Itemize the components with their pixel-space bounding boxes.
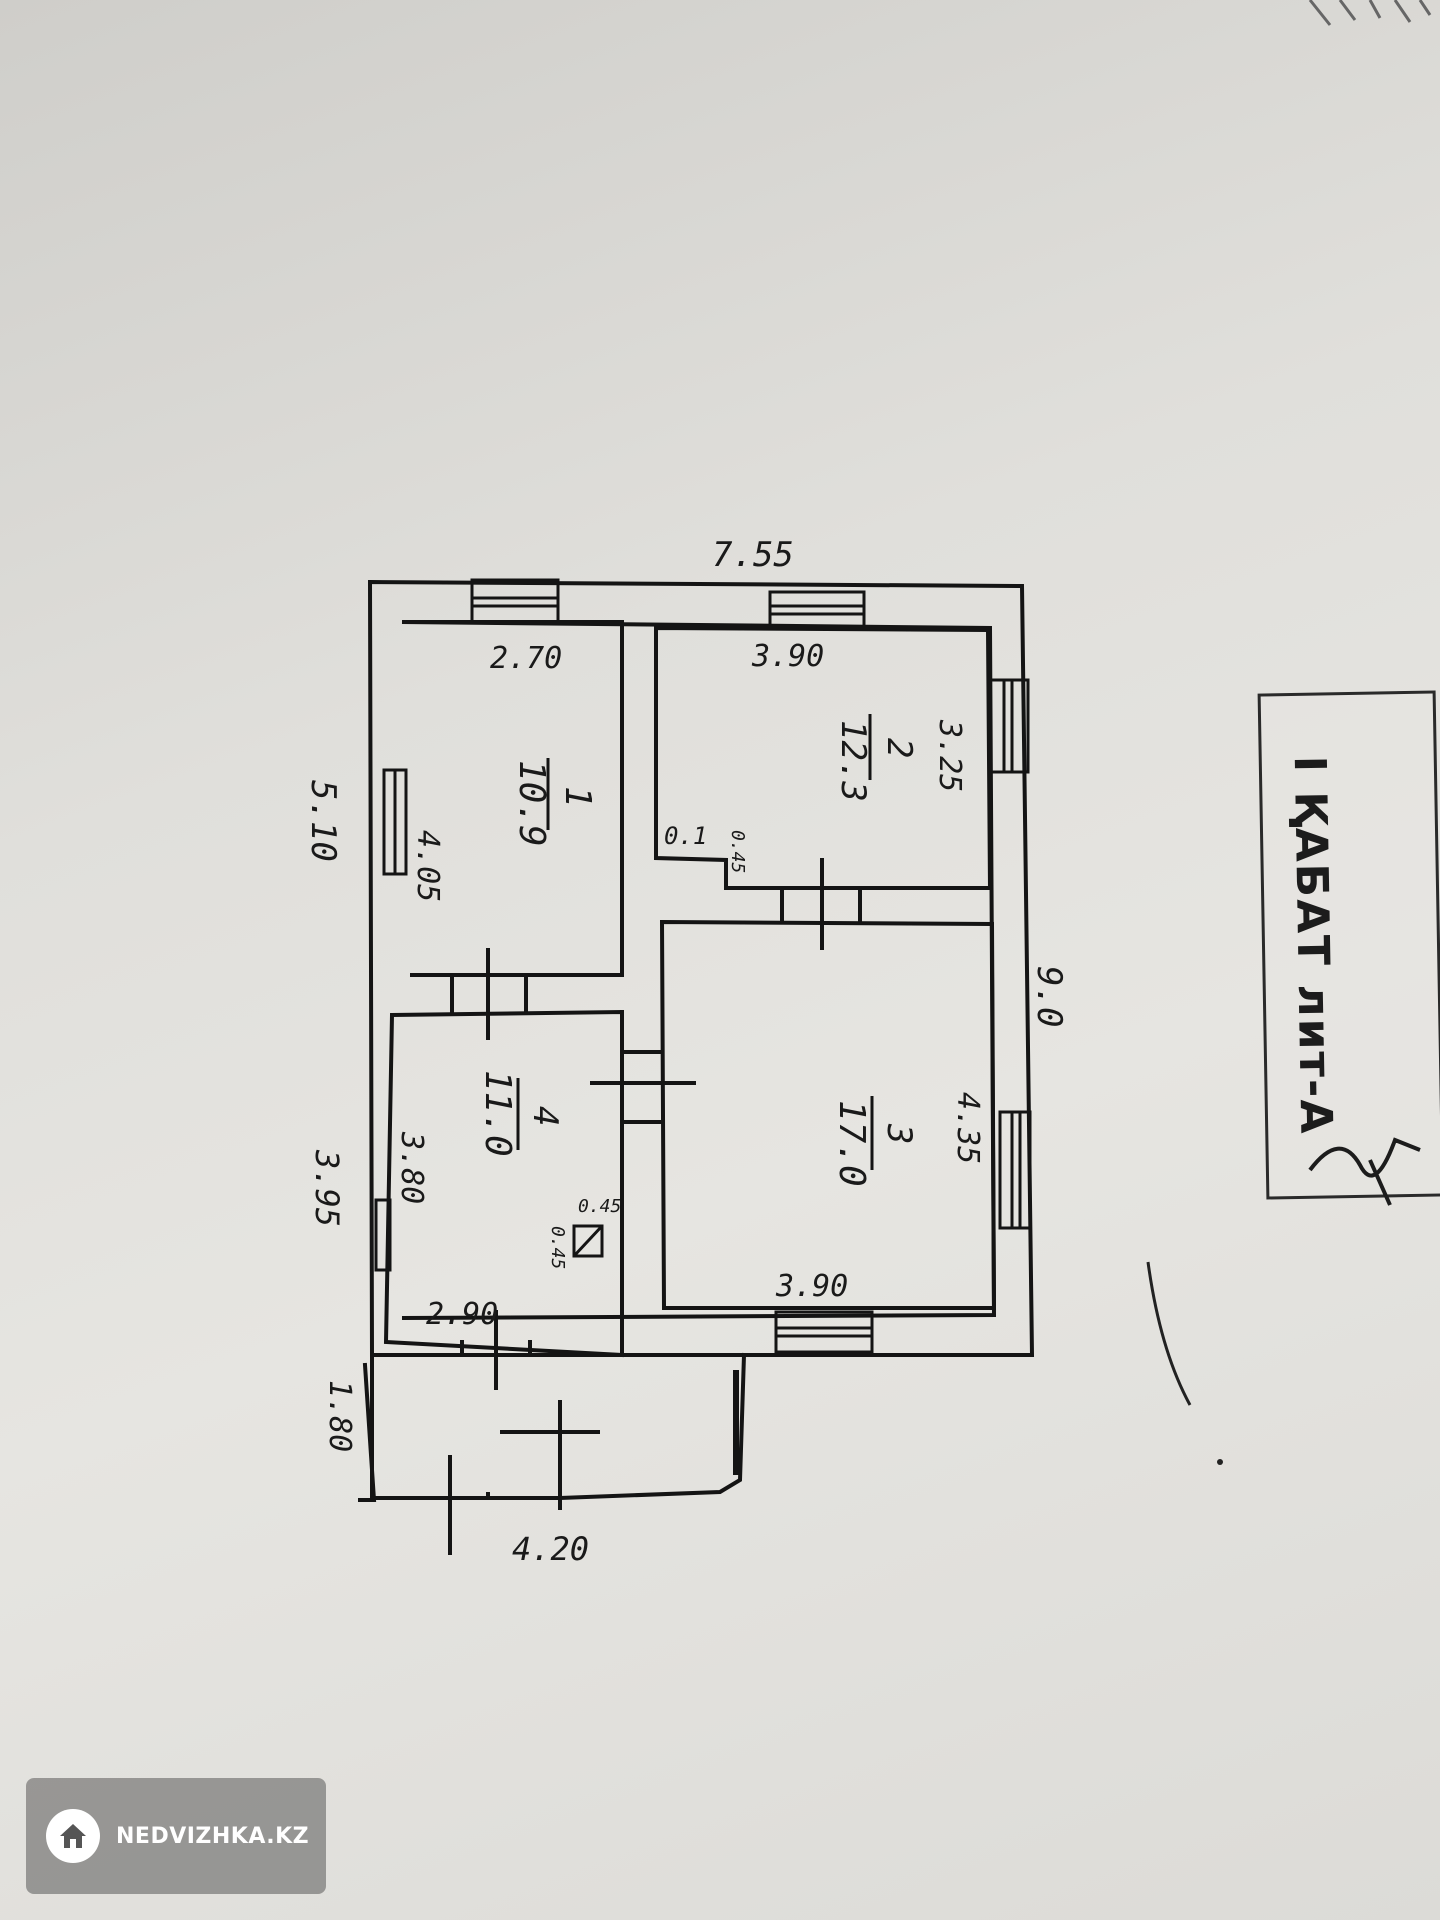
- room-2-area: 12.3: [833, 720, 873, 802]
- room-2-width: 3.90: [751, 639, 824, 674]
- room-1-width: 2.70: [490, 641, 562, 676]
- corner-print-fragment: [1308, 0, 1432, 26]
- dim-left-lower: 3.95: [308, 1149, 346, 1227]
- room-3-length: 4.35: [950, 1092, 985, 1164]
- room-4-width: 2.90: [426, 1297, 498, 1332]
- room-1-length: 4.05: [410, 830, 445, 902]
- stove-dim-a: 0.45: [578, 1196, 621, 1217]
- room-4-area: 11.0: [477, 1070, 518, 1157]
- dim-overall-width: 7.55: [712, 535, 794, 575]
- room-2-length: 3.25: [932, 719, 967, 792]
- room-3-width: 3.90: [775, 1269, 848, 1304]
- room-4-number: 4: [525, 1106, 565, 1126]
- dim-annex-depth: 1.80: [322, 1380, 357, 1452]
- window-room-2: [768, 590, 866, 630]
- dim-overall-depth: 9.0: [1029, 966, 1069, 1027]
- room-2-number: 2: [879, 738, 919, 758]
- room-2-niche-b: 0.45: [727, 830, 748, 873]
- door-room-1: [450, 948, 528, 1040]
- door-annex-west: [448, 1455, 490, 1555]
- door-room-4-annex: [460, 1310, 532, 1390]
- watermark-text: NEDVIZHKA.KZ: [116, 1823, 310, 1849]
- watermark-badge: NEDVIZHKA.KZ: [26, 1778, 326, 1894]
- inner-wall-outline: [401, 619, 997, 1321]
- window-east-upper: [988, 678, 1030, 774]
- room-2-walls: [654, 625, 993, 890]
- stove-dim-b: 0.45: [547, 1226, 568, 1269]
- room-1-area: 10.9: [511, 760, 552, 847]
- window-south: [774, 1310, 874, 1354]
- outer-wall: [367, 579, 1035, 1357]
- room-3-area: 17.0: [831, 1100, 872, 1187]
- dim-annex-width: 4.20: [512, 1530, 589, 1568]
- door-room-2-3: [780, 858, 862, 950]
- signature-mark: [1308, 1137, 1421, 1206]
- room-3-number: 3: [879, 1123, 919, 1144]
- room-1-number: 1: [557, 786, 598, 808]
- window-room-1: [470, 578, 560, 624]
- pen-stroke: [1146, 1261, 1192, 1406]
- stove-icon: [572, 1224, 604, 1258]
- window-room-4: [374, 1198, 392, 1272]
- door-annex: [500, 1400, 600, 1510]
- stamp-text: I ҚАБАТ лит-А: [1283, 755, 1342, 1136]
- room-4-length: 3.80: [394, 1131, 429, 1204]
- dim-left-upper: 5.10: [303, 780, 343, 862]
- window-east-lower: [998, 1110, 1032, 1230]
- door-room-3-4: [590, 1050, 696, 1124]
- room-2-niche-a: 0.1: [664, 822, 707, 850]
- home-icon: [46, 1809, 100, 1863]
- room-3-walls: [659, 919, 997, 1310]
